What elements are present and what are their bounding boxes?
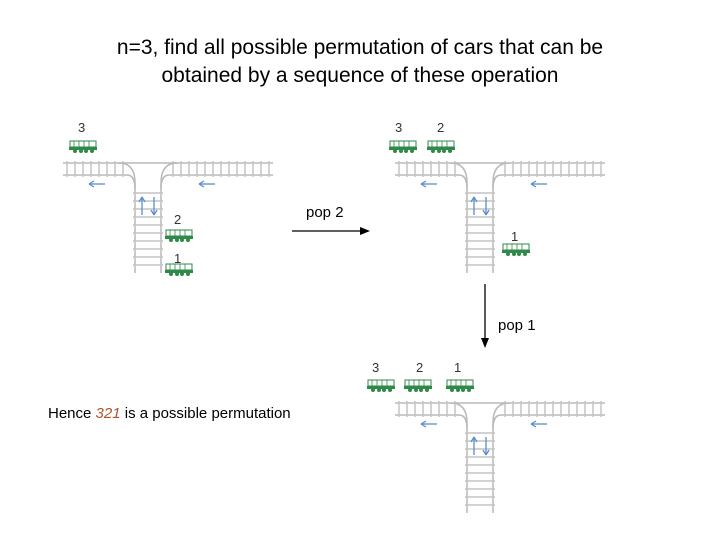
- car-1: [501, 243, 531, 257]
- permutation-number: 321: [95, 405, 121, 422]
- panel2-label-3: 3: [395, 120, 403, 135]
- car-3: [68, 140, 98, 154]
- pop1-label: pop 1: [498, 317, 536, 334]
- car-2: [426, 140, 456, 154]
- panel2-label-1: 1: [511, 229, 519, 244]
- conclusion-suffix: is a possible permutation: [120, 405, 291, 422]
- pop1-arrow: [481, 284, 489, 348]
- panel2-label-2: 2: [437, 120, 445, 135]
- slide-title: n=3, find all possible permutation of ca…: [0, 34, 720, 90]
- panel3-label-1: 1: [454, 360, 462, 375]
- pop2-arrow: [292, 227, 370, 235]
- car-2: [164, 229, 194, 243]
- junction-panel-2: [388, 140, 606, 274]
- car-2: [403, 379, 433, 393]
- panel1-label-2: 2: [174, 212, 182, 227]
- panel1-label-1: 1: [174, 251, 182, 266]
- car-1: [445, 379, 475, 393]
- title-line-1: n=3, find all possible permutation of ca…: [116, 36, 604, 59]
- pop2-label: pop 2: [306, 204, 344, 221]
- conclusion-prefix: Hence: [48, 405, 96, 422]
- car-3: [388, 140, 418, 154]
- panel3-label-2: 2: [416, 360, 424, 375]
- junction-panel-1: [62, 140, 274, 277]
- junction-panel-3: [366, 379, 606, 514]
- panel1-label-3: 3: [78, 120, 86, 135]
- title-line-2: obtained by a sequence of these operatio…: [161, 64, 559, 87]
- car-3: [366, 379, 396, 393]
- panel3-label-3: 3: [372, 360, 380, 375]
- conclusion-text: Hence 321 is a possible permutation: [48, 405, 291, 422]
